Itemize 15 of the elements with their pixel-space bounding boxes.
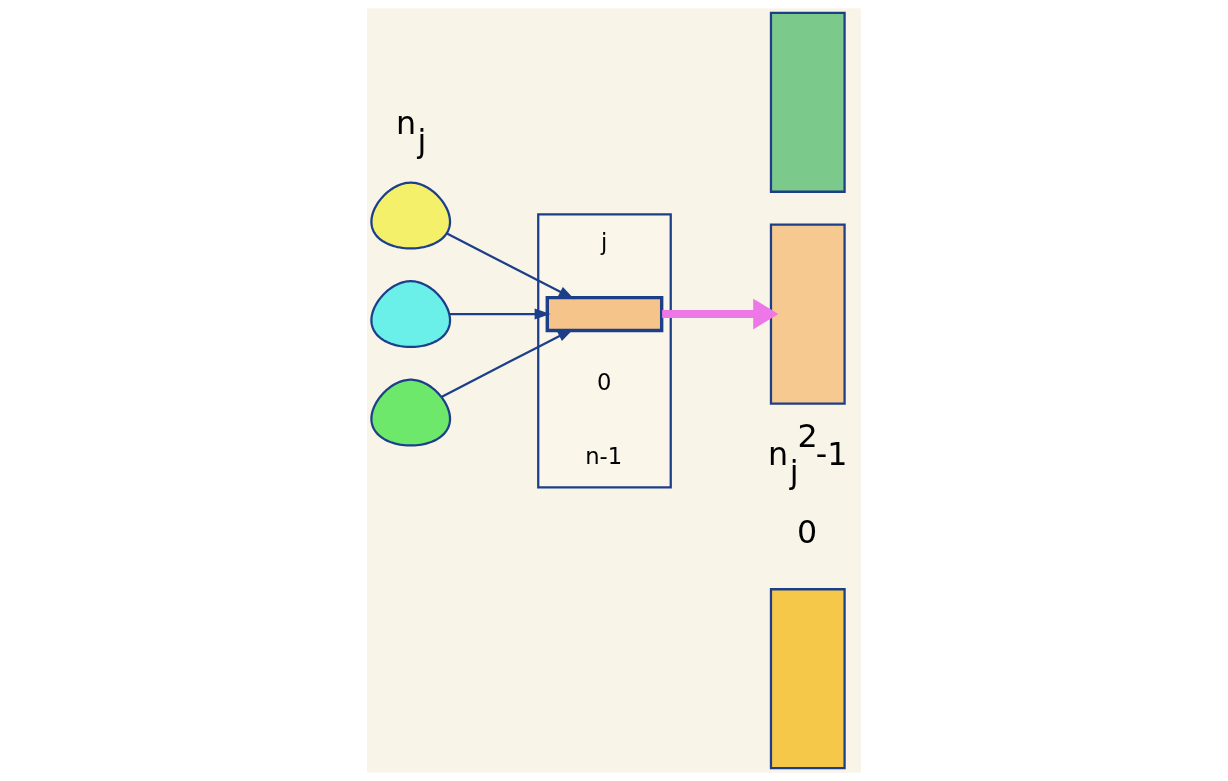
arrow bbox=[449, 308, 551, 320]
arrow bbox=[446, 232, 575, 300]
node-label: j bbox=[601, 228, 608, 255]
node-bar bbox=[545, 295, 664, 333]
label: n-1 bbox=[585, 442, 623, 469]
label: 0 bbox=[797, 513, 818, 550]
node-cloud bbox=[370, 181, 452, 250]
node-box bbox=[769, 11, 846, 193]
cluster bbox=[537, 213, 672, 489]
node-box bbox=[769, 588, 846, 770]
label: 0 bbox=[597, 368, 612, 395]
node-cloud bbox=[370, 280, 452, 349]
node-box bbox=[769, 223, 846, 405]
node-cloud bbox=[370, 378, 452, 447]
arrow bbox=[662, 298, 779, 330]
